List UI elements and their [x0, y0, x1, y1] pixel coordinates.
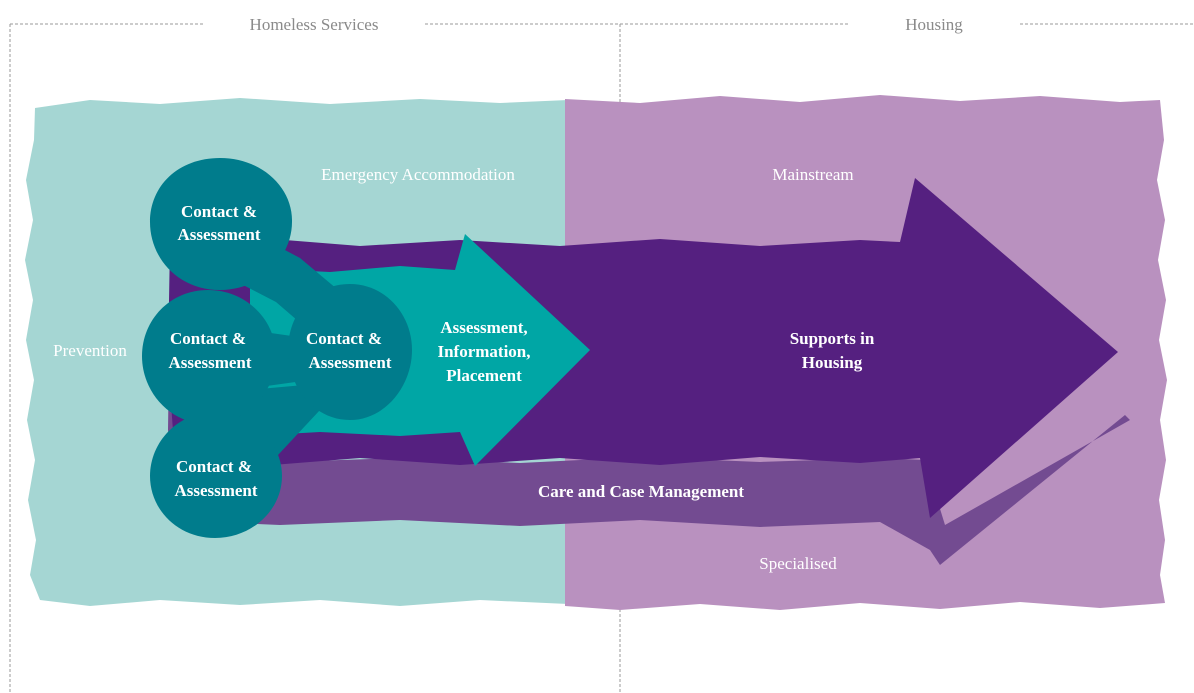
contact-assessment-center-node: Contact & Assessment — [288, 284, 412, 420]
contact-assessment-middle-node: Contact & Assessment — [142, 290, 276, 424]
node-label-line1: Contact & — [170, 329, 246, 348]
node-label-line2: Assessment — [308, 353, 391, 372]
node-circle — [142, 290, 276, 424]
contact-assessment-bottom-node: Contact & Assessment — [150, 412, 282, 538]
node-label-line1: Contact & — [176, 457, 252, 476]
purple-arrow-label-line2: Housing — [802, 353, 863, 372]
purple-arrow-label: Supports in Housing — [790, 329, 875, 372]
label-care-case-management: Care and Case Management — [538, 482, 744, 501]
node-circle — [150, 158, 293, 290]
header-homeless-services: Homeless Services — [250, 15, 379, 34]
node-label-line1: Contact & — [306, 329, 382, 348]
node-label-line1: Contact & — [181, 202, 257, 221]
teal-arrow-label-line1: Assessment, — [440, 318, 527, 337]
label-prevention: Prevention — [53, 341, 127, 360]
header-housing: Housing — [905, 15, 963, 34]
node-circle — [288, 284, 412, 420]
care-case-management-band — [168, 290, 1130, 565]
node-label-line2: Assessment — [168, 353, 251, 372]
contact-assessment-top-node: Contact & Assessment — [150, 158, 293, 290]
teal-arrow-label-line3: Placement — [446, 366, 522, 385]
teal-arrow-label-line2: Information, — [437, 342, 530, 361]
node-label-line2: Assessment — [174, 481, 257, 500]
purple-arrow-label-line1: Supports in — [790, 329, 875, 348]
teal-arrow-label: Assessment, Information, Placement — [437, 318, 530, 385]
label-emergency-accommodation: Emergency Accommodation — [321, 165, 515, 184]
label-mainstream: Mainstream — [772, 165, 853, 184]
node-circle — [150, 412, 282, 538]
node-label-line2: Assessment — [177, 225, 260, 244]
label-specialised: Specialised — [759, 554, 837, 573]
